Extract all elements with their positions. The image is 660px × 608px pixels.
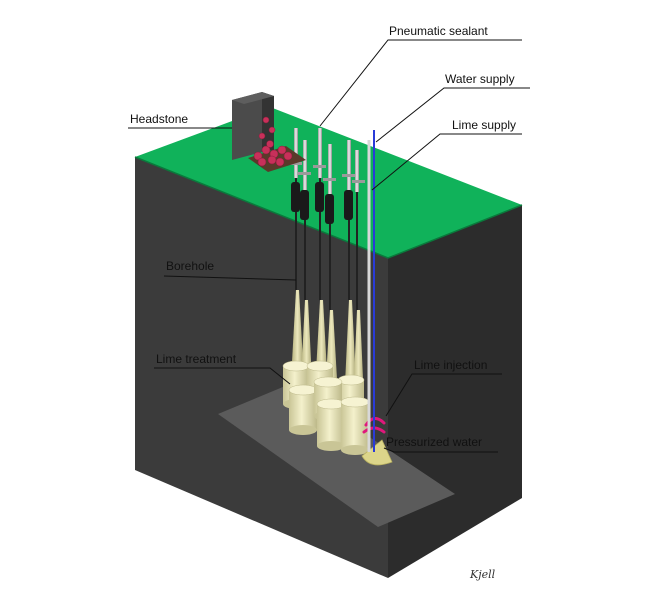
grass-edge (134, 156, 523, 259)
pneumatic-sealant-leader (319, 39, 522, 127)
lime-column (288, 384, 318, 435)
flowers (253, 116, 293, 167)
label-pneumatic-sealant: Pneumatic sealant (389, 24, 488, 38)
label-borehole: Borehole (166, 259, 214, 273)
label-headstone: Headstone (130, 112, 188, 126)
lime-treatment-leader (154, 367, 291, 385)
lime-column (316, 398, 346, 451)
label-lime-supply: Lime supply (452, 118, 516, 132)
lime-injection-leader (385, 373, 502, 417)
artist-signature: Kjell (469, 568, 496, 581)
lime-column (340, 396, 370, 455)
grave-area (218, 384, 455, 527)
lime-injection-cone (361, 439, 393, 466)
headstone-top (232, 92, 274, 104)
soil-side-face (388, 205, 522, 578)
label-lime-injection: Lime injection (414, 358, 487, 372)
label-pressurized-water: Pressurized water (386, 435, 482, 449)
label-lime-treatment: Lime treatment (156, 352, 237, 366)
water-supply-leader (375, 87, 530, 143)
lime-supply-leader (371, 133, 522, 191)
borehole-leader (163, 275, 297, 281)
pressurized-water-leader (383, 447, 498, 453)
callout-lines (128, 39, 530, 453)
label-water-supply: Water supply (445, 72, 515, 86)
headstone-front (232, 92, 262, 160)
lime-treatment-columns (282, 360, 370, 455)
